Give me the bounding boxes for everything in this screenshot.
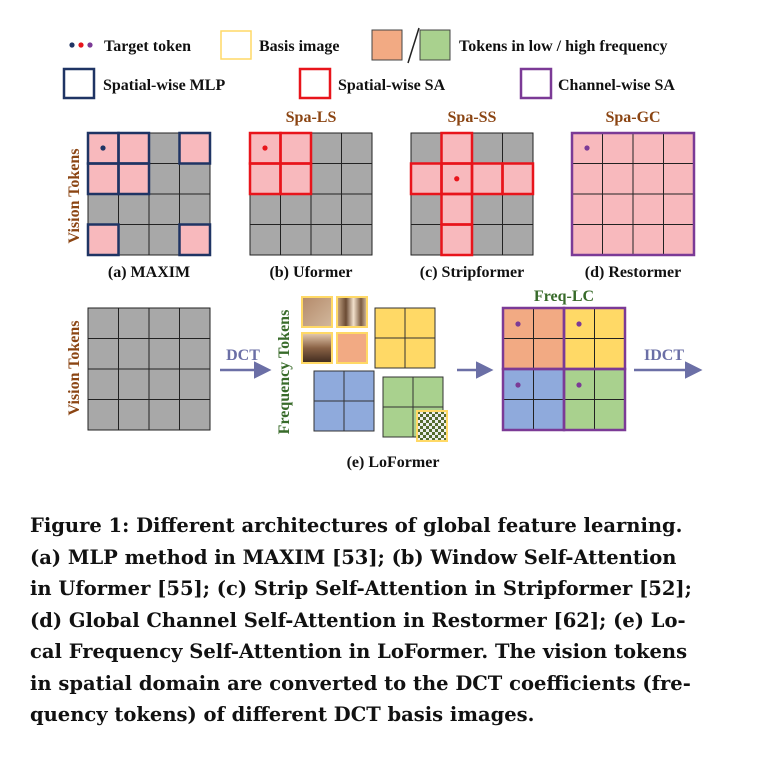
legend-spatial-sa: Spatial-wise SA [338, 77, 446, 94]
target-token-e1 [515, 321, 521, 327]
caption-line: cal Frequency Self-Attention in LoFormer… [30, 640, 688, 663]
panel-a-maxim: (a) MAXIM [86, 131, 212, 281]
high-freq-swatch [419, 29, 451, 61]
target-dot-purple [87, 42, 93, 48]
target-token-b [262, 145, 268, 151]
frequency-tokens-label: Frequency Tokens [276, 310, 293, 435]
basis-image-1 [301, 296, 333, 328]
caption-line: Figure 1: Different architectures of glo… [30, 514, 683, 537]
dct-label: DCT [226, 347, 260, 364]
basis-image-3 [301, 332, 333, 364]
target-token-d [584, 145, 590, 151]
basis-image-swatch [220, 30, 252, 60]
basis-image-2 [336, 296, 368, 328]
legend-channel-sa: Channel-wise SA [558, 77, 675, 94]
legend-basis-image: Basis image [259, 38, 339, 55]
target-token-a [100, 145, 106, 151]
panel-b-caption: (b) Uformer [269, 264, 352, 281]
strip-sa-blocks [409, 131, 535, 257]
panel-e-caption: (e) LoFormer [347, 454, 440, 471]
mlp-blocks [86, 131, 212, 257]
slash-divider [407, 27, 420, 64]
vision-tokens-label-top: Vision Tokens [66, 148, 83, 243]
window-sa-blocks [248, 131, 313, 196]
spatial-mlp-swatch [62, 67, 96, 100]
architecture-diagram: Target token Basis image Tokens in low /… [62, 27, 703, 471]
caption-line: in spatial domain are converted to the D… [30, 671, 691, 695]
legend-target-token: Target token [104, 38, 191, 55]
low-freq-swatch [371, 29, 403, 61]
checker-basis-image [416, 410, 448, 442]
panel-c-title: Spa-SS [448, 109, 497, 126]
panel-a-caption: (a) MAXIM [108, 264, 190, 281]
vision-tokens-label-bottom: Vision Tokens [66, 320, 83, 415]
caption-line: (a) MLP method in MAXIM [53]; (b) Window… [30, 545, 677, 569]
panel-c-caption: (c) Stripformer [420, 264, 524, 281]
legend: Target token Basis image Tokens in low /… [62, 27, 675, 100]
freq-lc-title: Freq-LC [534, 288, 594, 305]
target-token-c [454, 176, 460, 182]
caption-line: quency tokens) of different DCT basis im… [30, 703, 535, 726]
caption-line: in Uformer [55]; (c) Strip Self-Attentio… [30, 577, 692, 600]
legend-spatial-mlp: Spatial-wise MLP [103, 77, 225, 94]
panel-c-stripformer: Spa-SS (c) Stripformer [409, 109, 535, 281]
caption-line: (d) Global Channel Self-Attention in Res… [30, 608, 686, 632]
idct-label: IDCT [644, 347, 684, 364]
panel-d-caption: (d) Restormer [585, 264, 681, 281]
yellow-freq-block [374, 307, 436, 369]
channel-sa-swatch [519, 67, 553, 100]
basis-image-4 [336, 332, 368, 364]
target-token-e4 [576, 382, 582, 388]
panel-e-loformer: Vision Tokens DCT Frequency Tokens [66, 288, 703, 471]
target-token-e2 [576, 321, 582, 327]
legend-tokens-freq: Tokens in low / high frequency [459, 38, 668, 55]
spatial-sa-swatch [298, 67, 332, 100]
channel-sa-block [570, 131, 696, 257]
freq-lc-grid [501, 306, 627, 432]
target-dot-navy [69, 42, 75, 48]
panel-b-uformer: Spa-LS (b) Uformer [248, 109, 373, 281]
target-dot-red [78, 42, 84, 48]
figure-caption: Figure 1: Different architectures of glo… [30, 510, 755, 731]
panel-d-title: Spa-GC [605, 109, 660, 126]
panel-b-title: Spa-LS [286, 109, 337, 126]
target-token-e3 [515, 382, 521, 388]
panel-d-restormer: Spa-GC (d) Restormer [570, 109, 696, 281]
blue-freq-block [313, 370, 375, 432]
